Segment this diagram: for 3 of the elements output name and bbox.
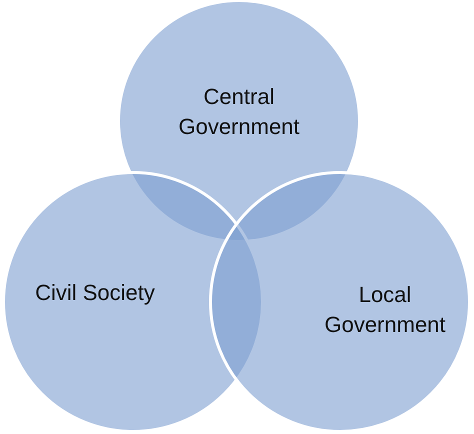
circle-label: Local Government [323,281,447,339]
circle-label: Civil Society [34,279,156,307]
circle-label: Central Government [177,83,301,141]
